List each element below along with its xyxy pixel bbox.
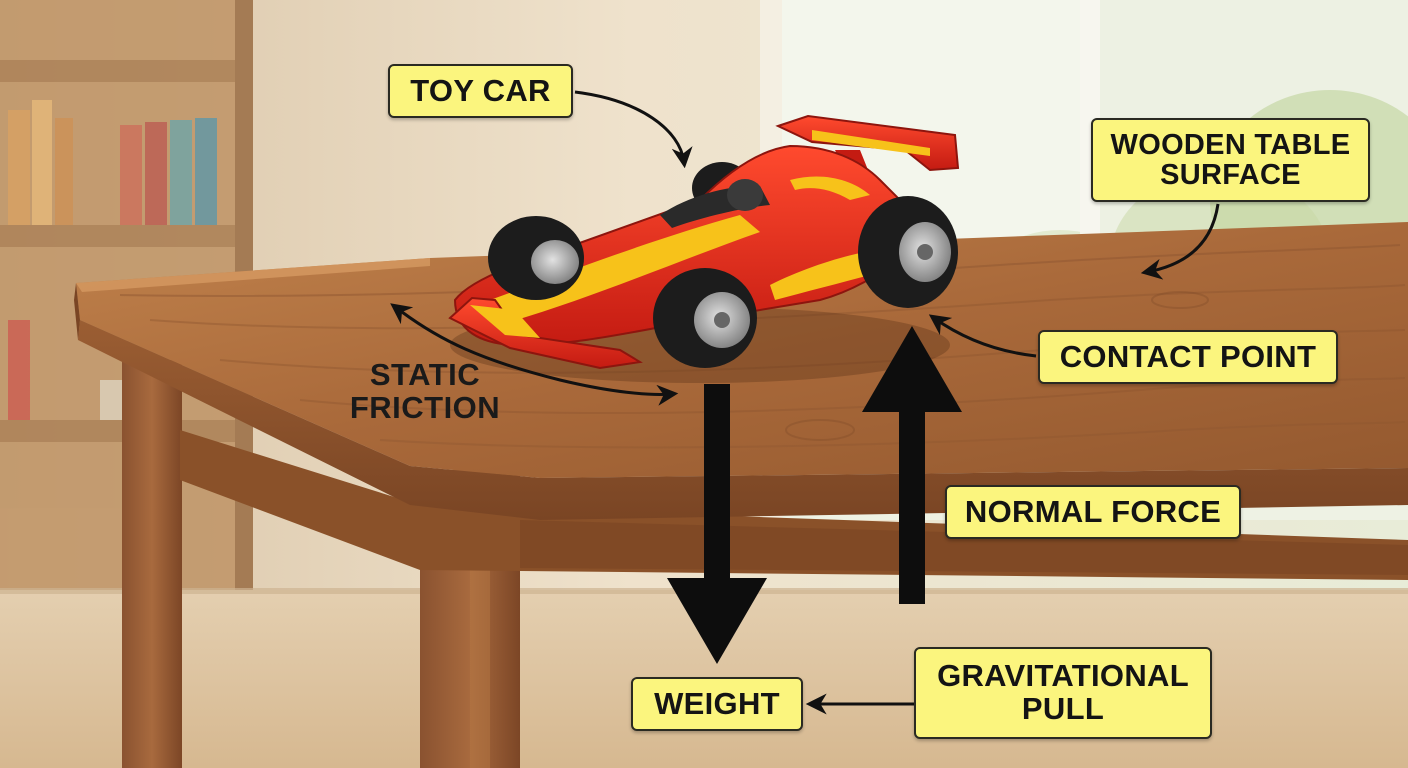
- toy-car-text: TOY CAR: [410, 72, 551, 108]
- weight-arrow: [667, 384, 767, 664]
- static-friction-line2: FRICTION: [349, 390, 501, 426]
- weight-label: WEIGHT: [631, 677, 803, 731]
- normal-force-label: NORMAL FORCE: [945, 485, 1241, 539]
- friction-arrow: [390, 303, 679, 406]
- toy-car-connector: [574, 90, 693, 169]
- weight-text: WEIGHT: [654, 685, 780, 721]
- contact-point-label: CONTACT POINT: [1038, 330, 1338, 384]
- wooden-table-surface-label: WOODEN TABLE SURFACE: [1091, 118, 1370, 202]
- gravitational-pull-line2: PULL: [1021, 691, 1105, 726]
- toy-car-label: TOY CAR: [388, 64, 573, 118]
- static-friction-label: STATIC FRICTION: [330, 358, 520, 425]
- table-surface-connector: [1140, 203, 1220, 280]
- label-connectors: [390, 90, 1220, 715]
- wooden-table-surface-line1: WOODEN TABLE: [1110, 128, 1351, 161]
- gravitational-pull-line1: GRAVITATIONAL: [937, 658, 1189, 694]
- contact-point-text: CONTACT POINT: [1059, 338, 1317, 374]
- static-friction-line1: STATIC: [369, 357, 481, 392]
- normal-force-arrow: [862, 326, 962, 604]
- gravitational-pull-label: GRAVITATIONAL PULL: [914, 647, 1212, 739]
- normal-force-text: NORMAL FORCE: [964, 493, 1222, 529]
- contact-point-connector: [928, 314, 1037, 358]
- wooden-table-surface-line2: SURFACE: [1160, 159, 1301, 191]
